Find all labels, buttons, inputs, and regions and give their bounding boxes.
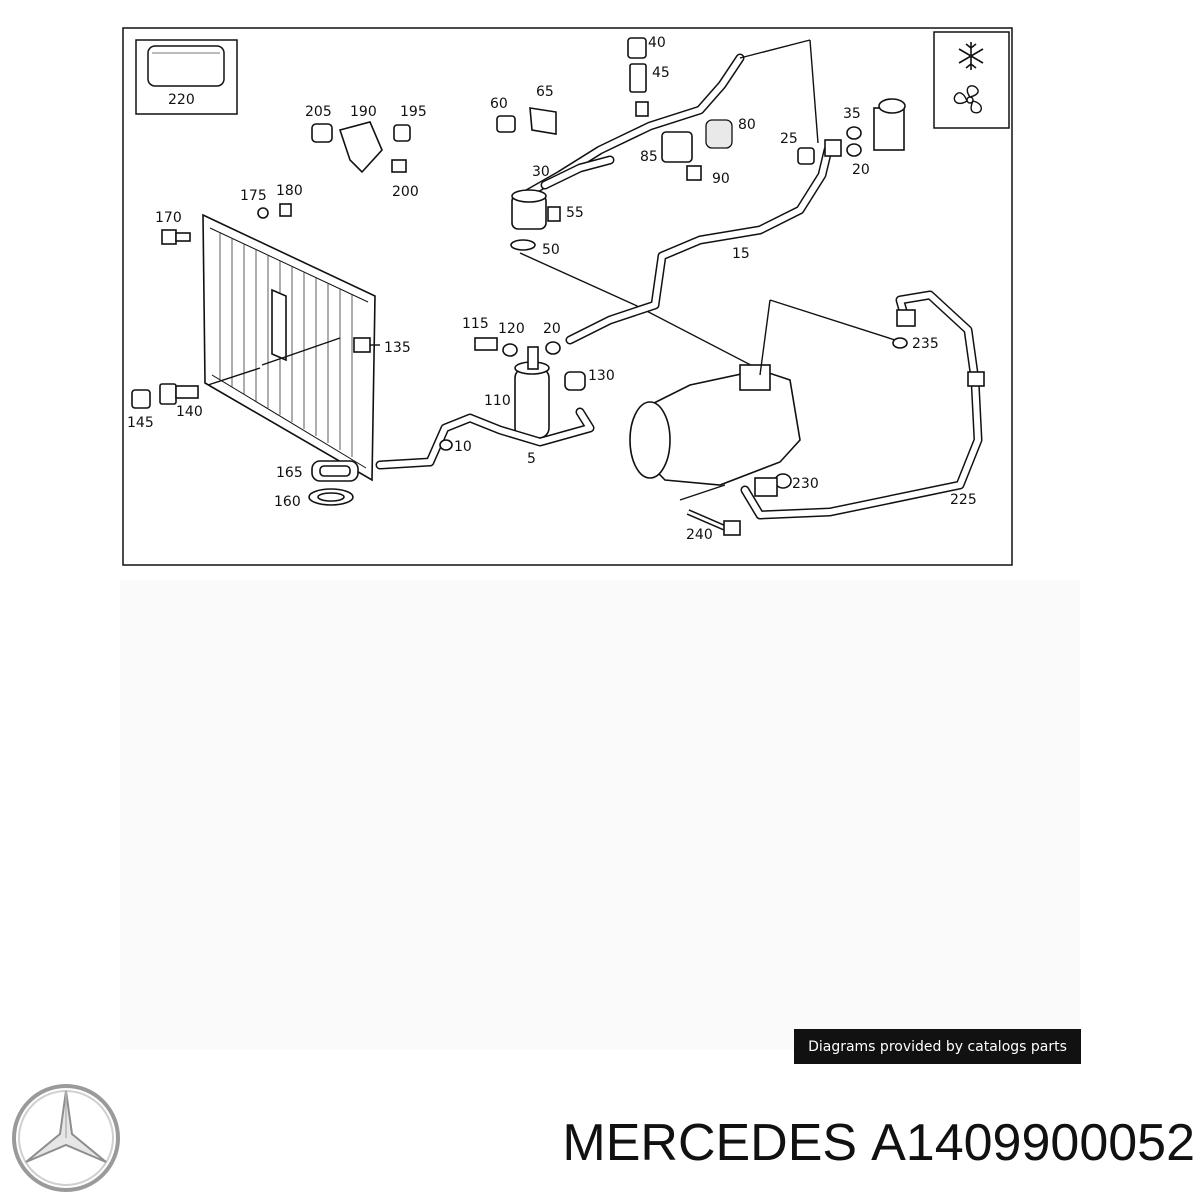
- brand-name: MERCEDES: [562, 1114, 858, 1172]
- expansion-valve: [797, 98, 906, 165]
- diagram-backdrop: [120, 580, 1080, 1050]
- callout-40: 40: [648, 35, 666, 51]
- callout-220: 220: [168, 92, 195, 108]
- credit-text: Diagrams provided by catalogs parts: [808, 1038, 1067, 1055]
- callout-115: 115: [462, 316, 489, 332]
- callout-45: 45: [652, 65, 670, 81]
- callout-180: 180: [276, 183, 303, 199]
- callout-140: 140: [176, 404, 203, 420]
- pressure-switch: [510, 189, 561, 251]
- washer-175: [257, 207, 269, 219]
- bolt-240: [686, 509, 741, 536]
- callout-60: 60: [490, 96, 508, 112]
- callout-65: 65: [536, 84, 554, 100]
- callout-240: 240: [686, 527, 713, 543]
- fan-icon: [953, 85, 982, 114]
- callout-120: 120: [498, 321, 525, 337]
- symbols-box: [933, 31, 1010, 129]
- nut-180: [279, 203, 292, 217]
- valve-40-45: [627, 37, 649, 117]
- callout-195: 195: [400, 104, 427, 120]
- callout-90: 90: [712, 171, 730, 187]
- part-number: A1409900052: [871, 1114, 1195, 1172]
- switch-115: [474, 337, 561, 357]
- callout-55: 55: [566, 205, 584, 221]
- callout-80: 80: [738, 117, 756, 133]
- callout-15: 15: [732, 246, 750, 262]
- bolt-170: [161, 229, 191, 245]
- callout-20a: 20: [852, 162, 870, 178]
- callout-145: 145: [127, 415, 154, 431]
- condenser: [202, 213, 376, 482]
- clamp-65: [529, 107, 557, 135]
- callout-170: 170: [155, 210, 182, 226]
- callout-25: 25: [780, 131, 798, 147]
- callout-10: 10: [454, 439, 472, 455]
- callout-230: 230: [792, 476, 819, 492]
- compressor: [629, 299, 896, 501]
- callout-175: 175: [240, 188, 267, 204]
- valve-145-140: [131, 383, 199, 409]
- callout-35: 35: [843, 106, 861, 122]
- callout-5: 5: [527, 451, 536, 467]
- callout-235: 235: [912, 336, 939, 352]
- nut-130: [564, 371, 586, 391]
- callout-135: 135: [384, 340, 411, 356]
- callout-130: 130: [588, 368, 615, 384]
- callout-110: 110: [484, 393, 511, 409]
- callout-225: 225: [950, 492, 977, 508]
- callout-190: 190: [350, 104, 377, 120]
- callout-160: 160: [274, 494, 301, 510]
- callout-85: 85: [640, 149, 658, 165]
- callout-50: 50: [542, 242, 560, 258]
- mercedes-star-logo: [12, 1084, 120, 1192]
- callout-200: 200: [392, 184, 419, 200]
- diagram-credit-banner: Diagrams provided by catalogs parts: [794, 1029, 1081, 1064]
- bracket-190: [311, 121, 411, 174]
- callout-30: 30: [532, 164, 550, 180]
- bolt-60: [496, 115, 516, 133]
- label-plate: [135, 39, 238, 115]
- callout-165: 165: [276, 465, 303, 481]
- seal-165-160: [308, 460, 359, 506]
- callout-205: 205: [305, 104, 332, 120]
- clamp-85-80-90: [661, 119, 733, 181]
- snowflake-icon: [958, 42, 984, 70]
- callout-labels: 220 205 190 195 200 175 180 170 40 45 60…: [127, 35, 977, 543]
- callout-20c: 20: [543, 321, 561, 337]
- fitting-135: [353, 337, 371, 353]
